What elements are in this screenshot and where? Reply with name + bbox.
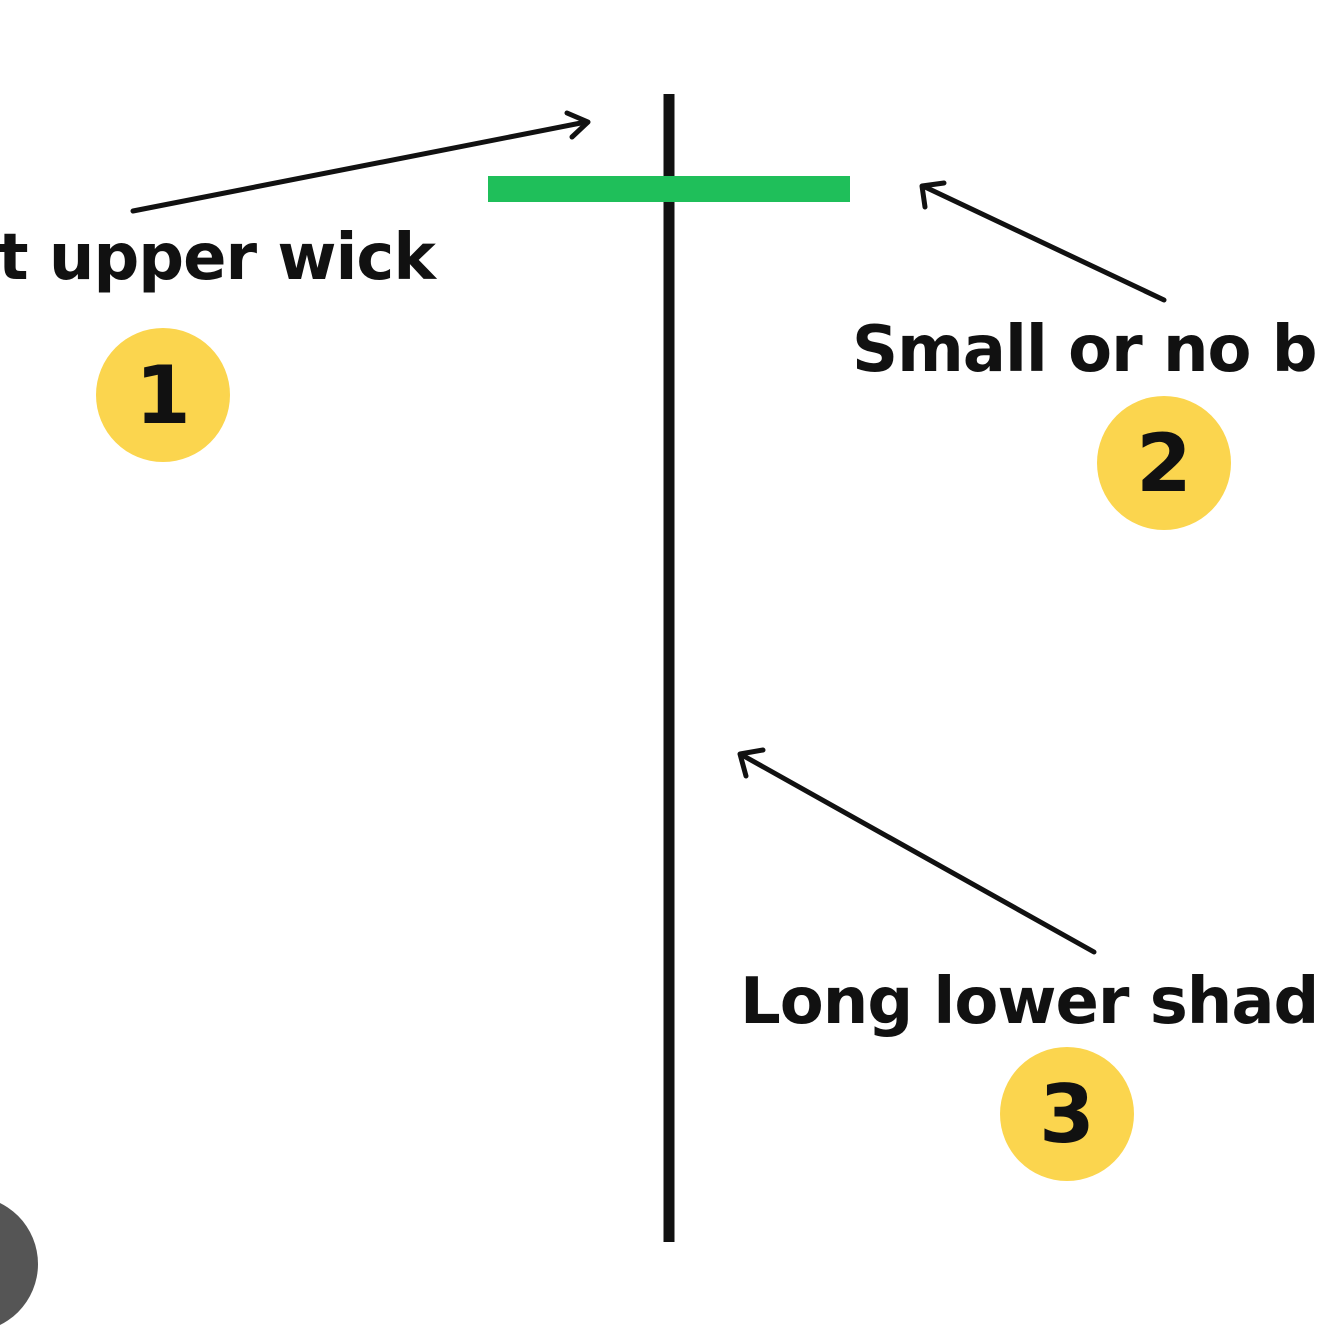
label-upper-wick: t upper wick [0, 221, 436, 295]
label-lower-shadow: Long lower shad [740, 965, 1319, 1039]
badge-3: 3 [1000, 1047, 1134, 1181]
badge-2: 2 [1097, 396, 1231, 530]
label-small-body: Small or no b [852, 313, 1318, 387]
badge-1: 1 [96, 328, 230, 462]
arrow-small-body [919, 180, 1167, 303]
candle-body [488, 176, 850, 202]
arrow-lower-shadow [737, 747, 1097, 955]
arrow-upper-wick [130, 110, 591, 214]
